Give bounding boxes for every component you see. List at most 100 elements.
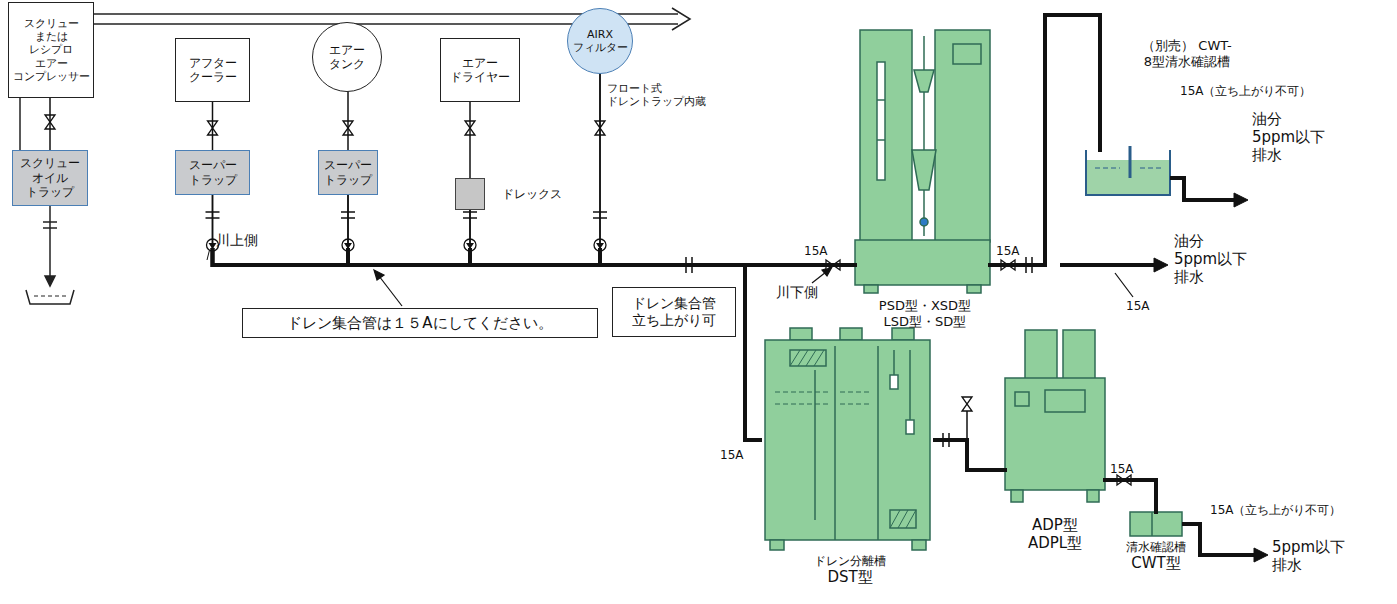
drain-pipe xyxy=(212,102,213,150)
cwt8-tank xyxy=(1095,168,1120,169)
equipment-box: ドレン集合管は１５Aにしてください。 xyxy=(242,308,598,338)
label-text: 油分 5ppm以下 排水 xyxy=(1252,110,1332,164)
label-text: 15A（立ち上がり不可） xyxy=(1210,503,1341,517)
node-text: 清水確認槽 xyxy=(1126,540,1186,554)
node-text: ドレン集合管は１５Aにしてください。 xyxy=(287,314,552,332)
dst-tank xyxy=(890,510,916,528)
adp-unit xyxy=(1015,392,1029,406)
dst-tank xyxy=(893,350,895,375)
drain-pipe xyxy=(470,250,855,265)
dst-tank xyxy=(834,346,836,540)
air-pipe xyxy=(672,8,690,30)
equipment-circle: エアー タンク xyxy=(312,22,382,92)
drain-pipe xyxy=(600,74,855,265)
equipment-node: ドレックス xyxy=(455,178,485,210)
equipment-node: 清水確認槽CWT型 xyxy=(1130,512,1182,536)
adp-unit xyxy=(1005,330,1105,502)
drain-pipe xyxy=(348,92,349,150)
psd-separator xyxy=(953,44,981,64)
leader-lines xyxy=(812,272,826,283)
adp-unit xyxy=(1045,390,1085,412)
cwt-tank xyxy=(1151,512,1153,536)
equipment-box: ドレン集合管 立ち上がり可 xyxy=(612,287,736,337)
psd-outlet xyxy=(1060,263,1156,267)
node-text: ドレン分離槽 xyxy=(814,554,886,568)
leader-lines xyxy=(374,270,384,280)
equipment-node: PSD型・XSD型 LSD型・SD型 xyxy=(855,30,990,292)
drain-pipe xyxy=(1105,480,1156,512)
dst-tank xyxy=(775,392,872,404)
caption: 清水確認槽CWT型 xyxy=(1121,540,1191,572)
node-text: CWT型 xyxy=(1131,554,1180,572)
label-text: 15A xyxy=(1110,462,1133,476)
drain-bowl xyxy=(43,221,57,223)
cwt8-outlet xyxy=(1170,178,1248,207)
psd-separator xyxy=(860,30,912,242)
node-text: スーパー トラップ xyxy=(321,158,375,187)
psd-separator xyxy=(877,99,885,101)
psd-separator xyxy=(855,240,990,285)
caption: PSD型・XSD型 LSD型・SD型 xyxy=(870,298,980,329)
cwt8-tank xyxy=(1087,160,1169,194)
adp-unit xyxy=(1063,330,1095,380)
drain-bowl xyxy=(43,227,57,229)
psd-outlet xyxy=(1154,258,1168,272)
node-text: エアー タンク xyxy=(317,43,377,72)
node-text: スクリュー または レシプロ エアー コンプレッサー xyxy=(11,17,91,83)
node-text: エアー ドライヤー xyxy=(445,56,515,85)
valve-symbol xyxy=(962,397,972,411)
drain-pipe xyxy=(469,102,471,178)
drain-pipe xyxy=(470,210,855,265)
adp-unit xyxy=(1087,490,1099,502)
drain-pipe xyxy=(470,250,760,440)
cwt-tank xyxy=(1130,512,1182,536)
equipment-node: ドレン分離槽DST型 xyxy=(760,325,935,551)
drain-pipe xyxy=(347,195,349,250)
psd-separator xyxy=(864,285,878,293)
drain-pipe xyxy=(470,102,471,178)
label-text: 5ppm以下 排水 xyxy=(1272,538,1352,574)
drain-pipe xyxy=(599,74,601,250)
drain-pipe xyxy=(348,250,760,440)
label-text: 川下側 xyxy=(776,284,818,301)
equipment-node: （別売） CWT-8型清水確認槽 xyxy=(1086,150,1170,195)
equipment-box: スクリュー オイル トラップ xyxy=(12,150,88,206)
drain-pipe xyxy=(213,250,761,440)
dst-tank xyxy=(790,350,826,366)
dst-tank xyxy=(790,328,812,340)
cwt8-outlet xyxy=(1234,193,1248,207)
cwt-outlet xyxy=(1182,524,1256,555)
drain-pipe xyxy=(212,102,214,150)
dst-tank xyxy=(890,375,898,389)
cwt8-tank xyxy=(1086,146,1170,195)
compressor-drain-line xyxy=(19,98,21,150)
psd-separator xyxy=(920,218,928,226)
drain-pipe xyxy=(49,98,51,150)
cwt8-tank xyxy=(1140,168,1162,169)
psd-outlet xyxy=(1060,258,1168,297)
psd-separator xyxy=(912,150,936,190)
equipment-box: スクリュー または レシプロ エアー コンプレッサー xyxy=(8,2,94,98)
psd-separator xyxy=(967,285,981,293)
cwt8-outlet xyxy=(1170,178,1236,200)
adp-unit xyxy=(1011,490,1023,502)
drain-pipe xyxy=(213,195,761,440)
equipment-box: スーパー トラップ xyxy=(175,150,250,195)
drain-pipe xyxy=(935,440,1005,470)
dst-tank xyxy=(912,540,926,550)
caption: ドレックス xyxy=(492,187,572,201)
psd-outlet xyxy=(1115,273,1133,297)
drain-pipe xyxy=(469,210,471,250)
psd-separator xyxy=(855,30,990,293)
caption: ADP型 ADPL型 xyxy=(1015,516,1095,552)
drain-pipe xyxy=(212,195,214,250)
drain-bowl xyxy=(45,276,55,286)
psd-separator xyxy=(935,30,990,242)
drain-bowl xyxy=(26,290,74,304)
drain-pipe xyxy=(600,250,760,440)
drain-pipe xyxy=(347,195,349,250)
dst-tank xyxy=(892,328,914,340)
cwt-outlet xyxy=(1182,524,1268,562)
drain-bowl xyxy=(26,206,74,304)
drain-pipe xyxy=(213,195,856,265)
